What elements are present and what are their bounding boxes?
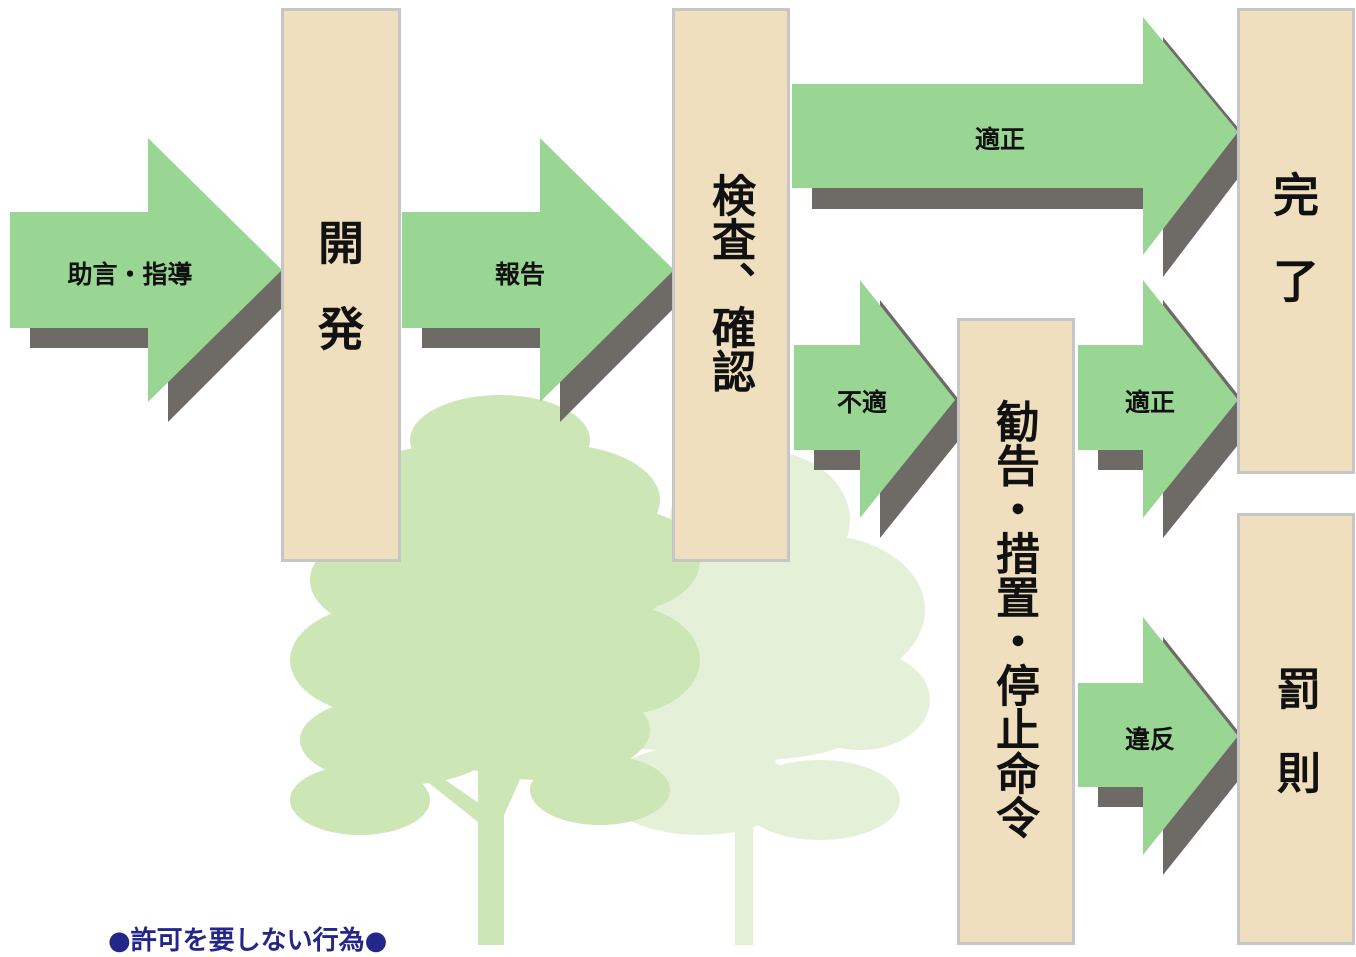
arrow-improper	[794, 280, 955, 518]
arrow-proper-mid	[1078, 280, 1238, 518]
completion-label: 完了	[1266, 171, 1320, 343]
recommendation-box: 勧告・措置・停止命令	[957, 318, 1075, 945]
section-caption: ●許可を要しない行為●	[108, 926, 388, 956]
arrow-advice-label: 助言・指導	[67, 260, 193, 289]
recommendation-label: 勧告・措置・停止命令	[988, 399, 1039, 839]
arrow-proper-top-label: 適正	[974, 125, 1025, 154]
penalty-box: 罰則	[1237, 513, 1355, 945]
arrow-advice	[10, 138, 282, 402]
inspection-box: 検査、確認	[672, 8, 790, 562]
arrows	[10, 17, 1238, 855]
completion-box: 完了	[1237, 8, 1355, 474]
arrow-violation	[1078, 617, 1238, 855]
development-box: 開発	[281, 8, 401, 562]
penalty-label: 罰則	[1269, 666, 1320, 834]
arrow-report-label: 報告	[494, 260, 545, 289]
development-label: 開発	[311, 219, 365, 391]
arrow-report	[402, 138, 674, 402]
arrow-improper-label: 不適	[836, 388, 887, 417]
inspection-label: 検査、確認	[704, 173, 755, 393]
tree-silhouette-icon	[290, 395, 930, 945]
arrow-proper-mid-label: 適正	[1124, 388, 1175, 417]
arrow-violation-label: 違反	[1124, 725, 1175, 754]
arrow-proper-top	[792, 17, 1238, 255]
